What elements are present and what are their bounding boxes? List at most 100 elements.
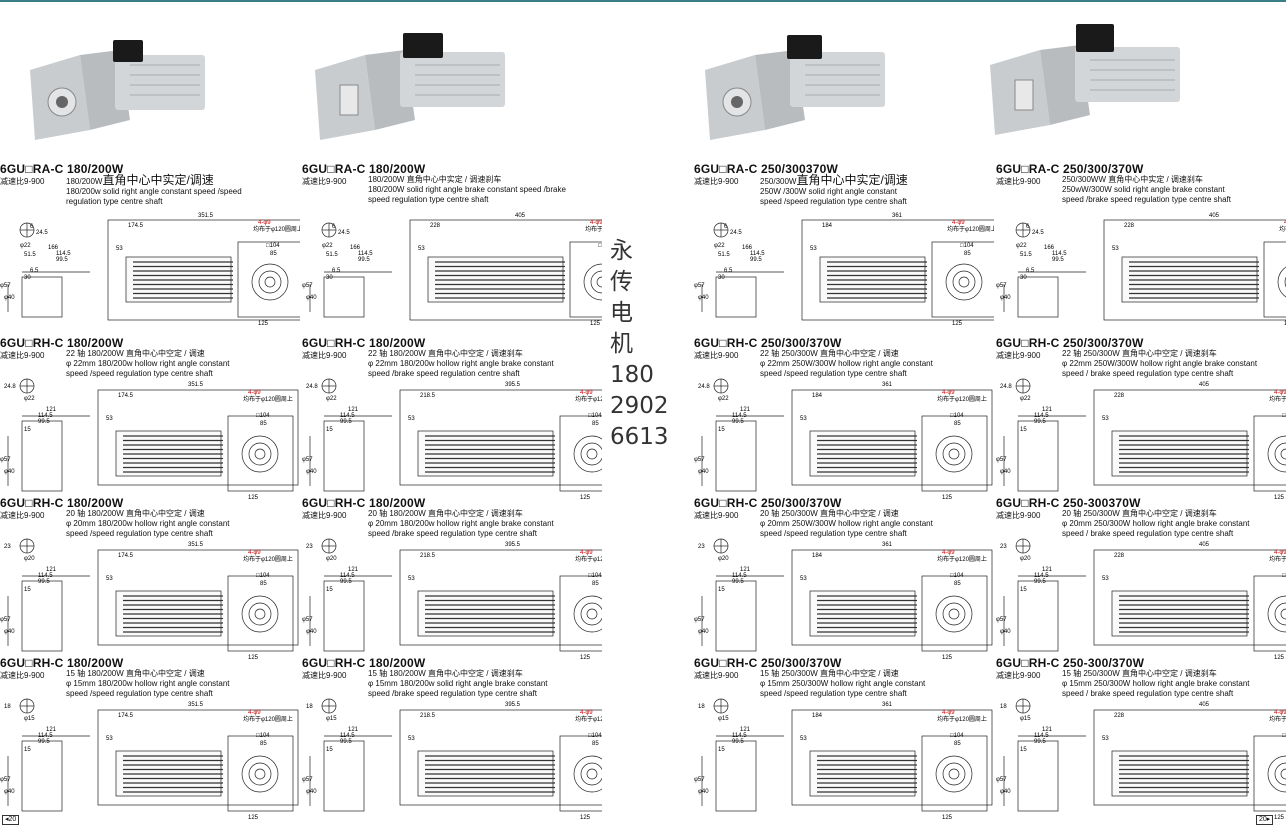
dim-base: 125 [1284,321,1286,327]
dim-99-5: 99.5 [732,419,744,425]
dim-15: 15 [326,747,333,753]
dim-phi40: φ40 [698,469,709,475]
dim-pcd: 均布于φ120圆周上 [1269,395,1286,403]
desc-line: φ 20mm 180/200w hollow right angle brake… [368,519,554,528]
dim-99-5: 99.5 [1034,579,1046,585]
side-char: 传 [610,269,633,295]
dim-total: 395.5 [505,702,521,708]
dim-phi40: φ40 [306,295,317,301]
dim-base: 125 [952,321,963,327]
ratio-label: 减速比9-900 [996,511,1041,520]
dim-85: 85 [954,421,961,427]
dim-pcd: 均布于φ120圆周上 [1279,225,1286,233]
dim-bolts: 4-φ9 [942,550,955,556]
dim-square: □104 [950,733,964,739]
dim-square: □104 [950,573,964,579]
dim-phi57: φ57 [694,457,705,463]
dim-bolts: 4-φ9 [248,550,261,556]
desc-line: φ 15mm 180/200w hollow right angle const… [66,679,230,688]
ratio-label: 减速比9-900 [694,511,739,520]
desc-line: 250W /300W solid right angle constant [760,187,897,196]
dim-pcd: 均布于φ120圆周上 [947,225,994,233]
dim-bolts: 4-φ9 [942,390,955,396]
dim-99-5: 99.5 [358,257,370,263]
dim-total: 351.5 [198,213,214,219]
dim-phi40: φ40 [1000,469,1011,475]
dim-phi40: φ40 [1000,629,1011,635]
dim-phi57: φ57 [694,617,705,623]
dim-114-5: 114.5 [340,733,355,739]
dim-166: 166 [48,245,59,251]
desc-line: speed / brake speed regulation type cent… [1062,689,1234,698]
dim-bore: φ15 [718,716,729,722]
dimension-drawing: 4052284-φ9均布于φ120圆周上□104851255324.8φ2212… [996,378,1286,501]
dim-15: 15 [24,587,31,593]
dim-base: 125 [1274,655,1285,661]
dim-99-5: 99.5 [56,257,68,263]
model-title: 6GU□RA-C 180/200W [302,162,426,176]
dim-99-5: 99.5 [732,579,744,585]
dim-phi57: φ57 [302,283,313,289]
desc-line: 20 轴 250/300W 直角中心中空定 / 调速刹车 [1062,509,1217,518]
dim-total: 405 [1199,702,1210,708]
dim-114-5: 114.5 [340,573,355,579]
dim-base: 125 [1274,495,1285,501]
dim-51-5: 51.5 [24,252,36,258]
dim-phi57: φ57 [996,457,1007,463]
dim-square: □104 [950,413,964,419]
dim-166: 166 [1044,245,1055,251]
dim-total: 405 [1209,213,1220,219]
desc-line: 250wW/300W solid right angle brake const… [1062,185,1225,194]
dim-15: 15 [718,747,725,753]
motor-photo-2 [315,33,505,140]
dim-total: 405 [515,213,526,219]
desc-line: φ 22mm 180/200w hollow right angle const… [66,359,230,368]
dim-bolts: 4-φ9 [580,710,593,716]
dim-121: 121 [348,727,359,733]
desc-line: speed /speed regulation type centre shaf… [66,529,213,538]
motor-photo-1 [30,40,205,140]
dim-square: □104 [1282,733,1286,739]
dim-shaft: 24.8 [698,384,710,390]
ratio-label: 减速比9-900 [996,351,1041,360]
dim-phi40: φ40 [4,469,15,475]
dim-phi57: φ57 [0,617,11,623]
dim-15: 15 [326,587,333,593]
desc-line: 22 轴 180/200W 直角中心中空定 / 调速 [66,349,205,358]
dim-phi57: φ57 [996,617,1007,623]
dim-51-5: 51.5 [1020,252,1032,258]
dimension-drawing: 4052284-φ9均布于φ120圆周上□1048512553624.5φ221… [996,213,1286,327]
dim-square: □104 [588,573,602,579]
dim-15: 15 [718,427,725,433]
dim-shaft: 23 [1000,544,1007,550]
desc-line: φ 22mm 250W/300W hollow right angle cons… [760,359,933,368]
dim-phi40: φ40 [698,789,709,795]
vertical-contact-text: 永 传 电 机 180 2902 6613 [610,236,670,453]
desc-line: φ 20mm 250/300W hollow right angle brake… [1062,519,1250,528]
dim-square: □104 [588,733,602,739]
desc-line: speed /speed regulation type centre shaf… [66,689,213,698]
desc-line: 15 轴 180/200W 直角中心中空定 / 调速刹车 [368,669,523,678]
dim-phi40: φ40 [4,629,15,635]
dim-base: 125 [248,815,259,821]
dim-bore: φ22 [326,396,337,402]
ratio-label: 减速比9-900 [996,177,1041,186]
dim-body: 228 [430,223,441,229]
model-title: 6GU□RH-C 250-300/370W [996,656,1145,670]
dim-body: 228 [1114,553,1125,559]
dim-114-5: 114.5 [1052,251,1067,257]
dim-85: 85 [954,581,961,587]
dim-bolts: 4-φ9 [580,390,593,396]
dim-total: 351.5 [188,382,204,388]
